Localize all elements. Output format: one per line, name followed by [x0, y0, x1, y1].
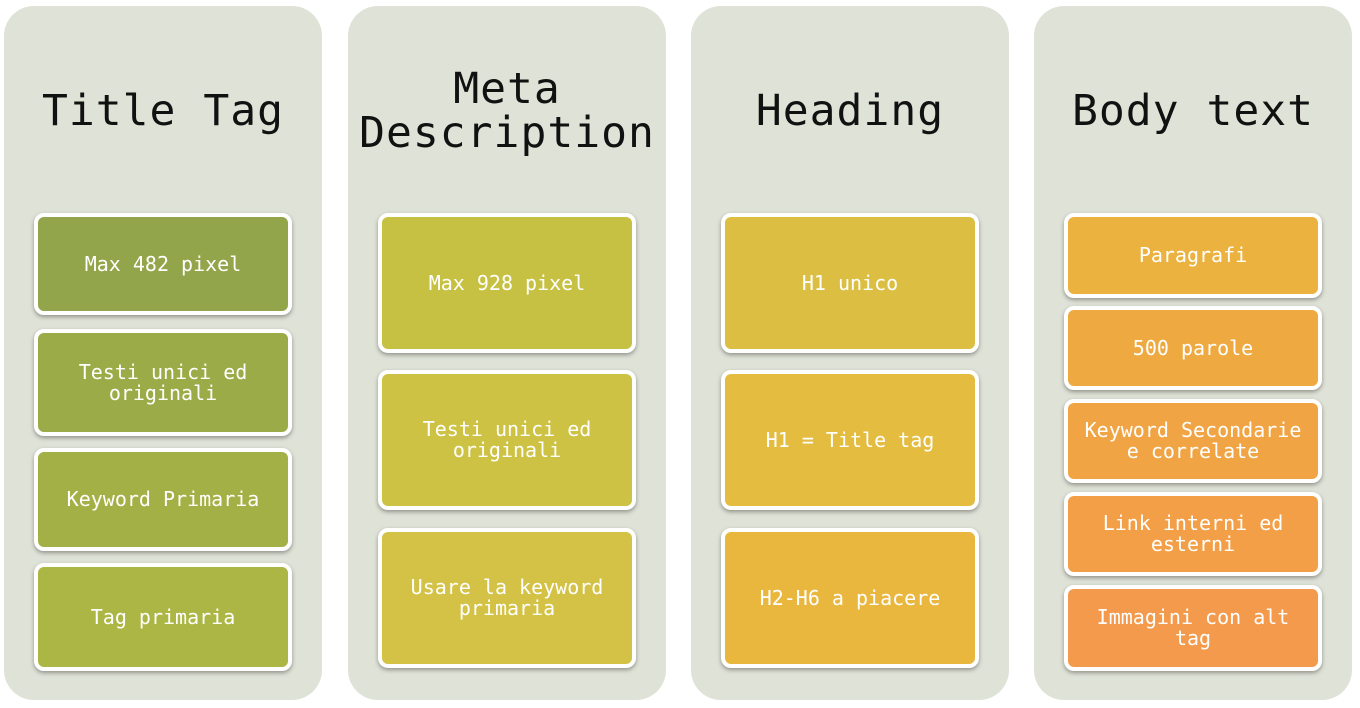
column-body-text: Body text Paragrafi 500 parole Keyword S… [1034, 6, 1352, 700]
item-box: Max 928 pixel [378, 213, 636, 353]
item-box: Usare la keyword primaria [378, 528, 636, 668]
item-box: Immagini con alt tag [1064, 585, 1322, 671]
item-box: Tag primaria [34, 563, 292, 671]
item-box: Keyword Primaria [34, 448, 292, 551]
item-box: Testi unici ed originali [34, 329, 292, 436]
column-title: Body text [1072, 86, 1314, 136]
item-box: Paragrafi [1064, 213, 1322, 298]
item-box: Link interni ed esterni [1064, 492, 1322, 576]
item-box: Keyword Secondarie e correlate [1064, 399, 1322, 483]
column-heading: Heading H1 unico H1 = Title tag H2-H6 a … [691, 6, 1009, 700]
item-box: H1 unico [721, 213, 979, 353]
column-title: Meta Description [359, 64, 655, 158]
item-box: Max 482 pixel [34, 213, 292, 315]
column-meta-description: Meta Description Max 928 pixel Testi uni… [348, 6, 666, 700]
column-title: Title Tag [42, 86, 284, 136]
column-title-tag: Title Tag Max 482 pixel Testi unici ed o… [4, 6, 322, 700]
item-box: H2-H6 a piacere [721, 528, 979, 668]
item-box: H1 = Title tag [721, 370, 979, 510]
column-title: Heading [755, 86, 945, 136]
item-box: 500 parole [1064, 306, 1322, 390]
item-box: Testi unici ed originali [378, 370, 636, 510]
